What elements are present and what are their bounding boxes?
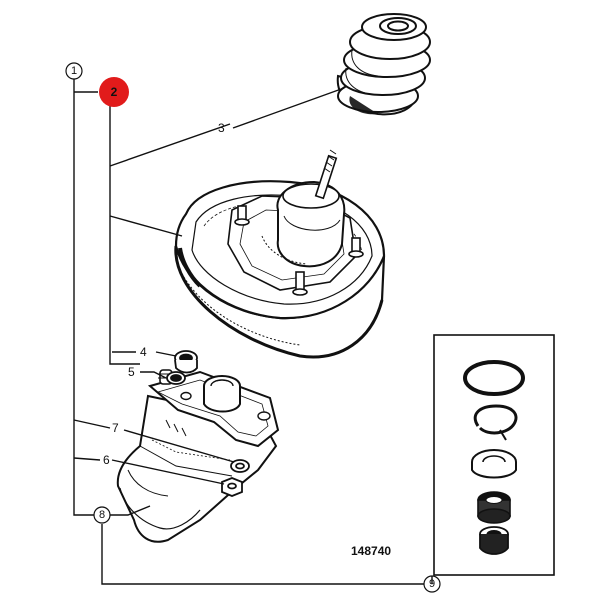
mounting-nuts — [221, 459, 250, 497]
rubber-boot — [336, 13, 431, 116]
callout-5-label: 5 — [128, 365, 135, 379]
callout-2-label: 2 — [111, 85, 118, 99]
callout-8: 8 — [93, 506, 111, 524]
callout-4-label: 4 — [140, 345, 147, 359]
callout-1: 1 — [65, 62, 83, 80]
callout-2-highlighted: 2 — [99, 77, 129, 107]
seal-kit — [431, 334, 555, 584]
figure-reference-number: 148740 — [351, 544, 391, 558]
leader-lines — [73, 78, 424, 585]
callout-3-label: 3 — [218, 121, 225, 135]
callout-7-label: 7 — [112, 421, 119, 435]
brake-booster — [174, 149, 386, 359]
master-cylinder — [116, 369, 280, 543]
callout-1-label: 1 — [71, 65, 77, 77]
callout-6-label: 6 — [103, 453, 110, 467]
callout-8-label: 8 — [99, 509, 105, 521]
reservoir-grommets — [166, 350, 198, 385]
